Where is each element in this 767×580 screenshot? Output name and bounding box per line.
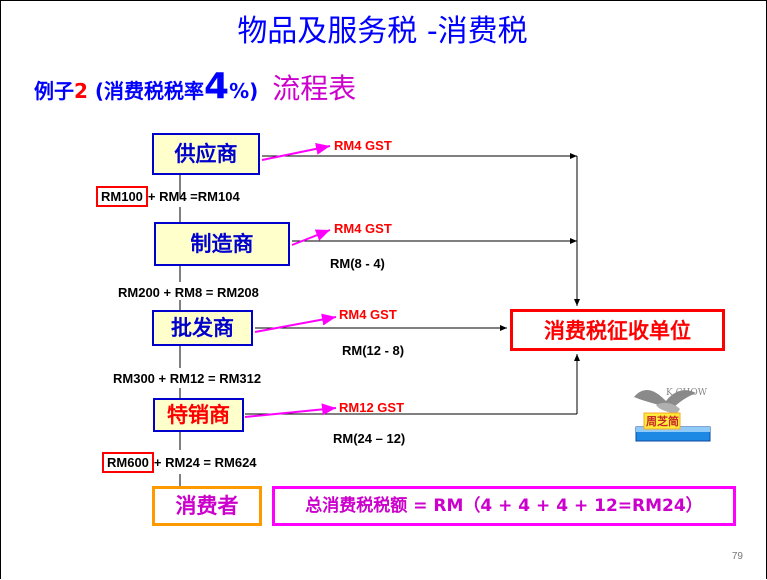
calc-row-1-rest: + RM4 =RM104 [147, 189, 240, 204]
total-gst-box: 总消费税税额 = RM（4 + 4 + 4 + 12=RM24） [272, 486, 736, 526]
subtitle-prefix: 例子 [34, 79, 74, 103]
subtitle-rate: 4 [204, 66, 230, 107]
gst-arrow-2 [291, 229, 331, 246]
subtitle-percent: % [229, 79, 250, 103]
gst-label-1: RM4 GST [334, 138, 392, 153]
page-title: 物品及服务税 -消费税 [237, 14, 528, 49]
node-consumer: 消费者 [152, 486, 262, 526]
node-retailer: 特销商 [153, 398, 244, 432]
gst-arrow-1 [261, 142, 331, 161]
net-label-1: RM(8 - 4) [330, 256, 385, 271]
gst-arrow-3 [254, 313, 337, 333]
calc-row-2: RM200 + RM8 = RM208 [118, 285, 259, 300]
logo-text-top: K CHOW [666, 388, 708, 398]
node-tax-authority: 消费税征收单位 [510, 309, 725, 351]
gst-label-4: RM12 GST [339, 400, 405, 415]
node-manufacturer: 制造商 [154, 222, 290, 266]
subtitle-close: ) [249, 79, 259, 103]
logo-text-name: 周芝简 [646, 414, 679, 428]
node-supplier: 供应商 [152, 133, 260, 175]
node-wholesaler: 批发商 [152, 310, 253, 346]
page-number: 79 [731, 551, 743, 562]
calc-row-1: RM100+ RM4 =RM104 [96, 186, 240, 207]
net-label-3: RM(24 – 12) [333, 431, 406, 446]
calc-row-4-base: RM600 [102, 452, 154, 473]
calc-row-3: RM300 + RM12 = RM312 [113, 371, 262, 386]
net-label-2: RM(12 - 8) [342, 343, 405, 358]
subtitle-flow: 流程表 [272, 72, 357, 105]
gst-label-3: RM4 GST [339, 307, 397, 322]
calc-row-4: RM600+ RM24 = RM624 [102, 452, 257, 473]
logo-image: K CHOW 周芝简 [634, 388, 711, 442]
subtitle: 例子2 (消费税税率4%) 流程表 [34, 66, 356, 107]
gst-label-2: RM4 GST [334, 221, 392, 236]
subtitle-open: (消费税税率 [87, 79, 205, 103]
subtitle-number: 2 [74, 79, 88, 103]
calc-row-4-rest: + RM24 = RM624 [153, 455, 257, 470]
calc-row-1-base: RM100 [96, 186, 148, 207]
kchow-logo: K CHOW 周芝简 [626, 383, 712, 447]
gst-arrow-4 [244, 403, 337, 418]
